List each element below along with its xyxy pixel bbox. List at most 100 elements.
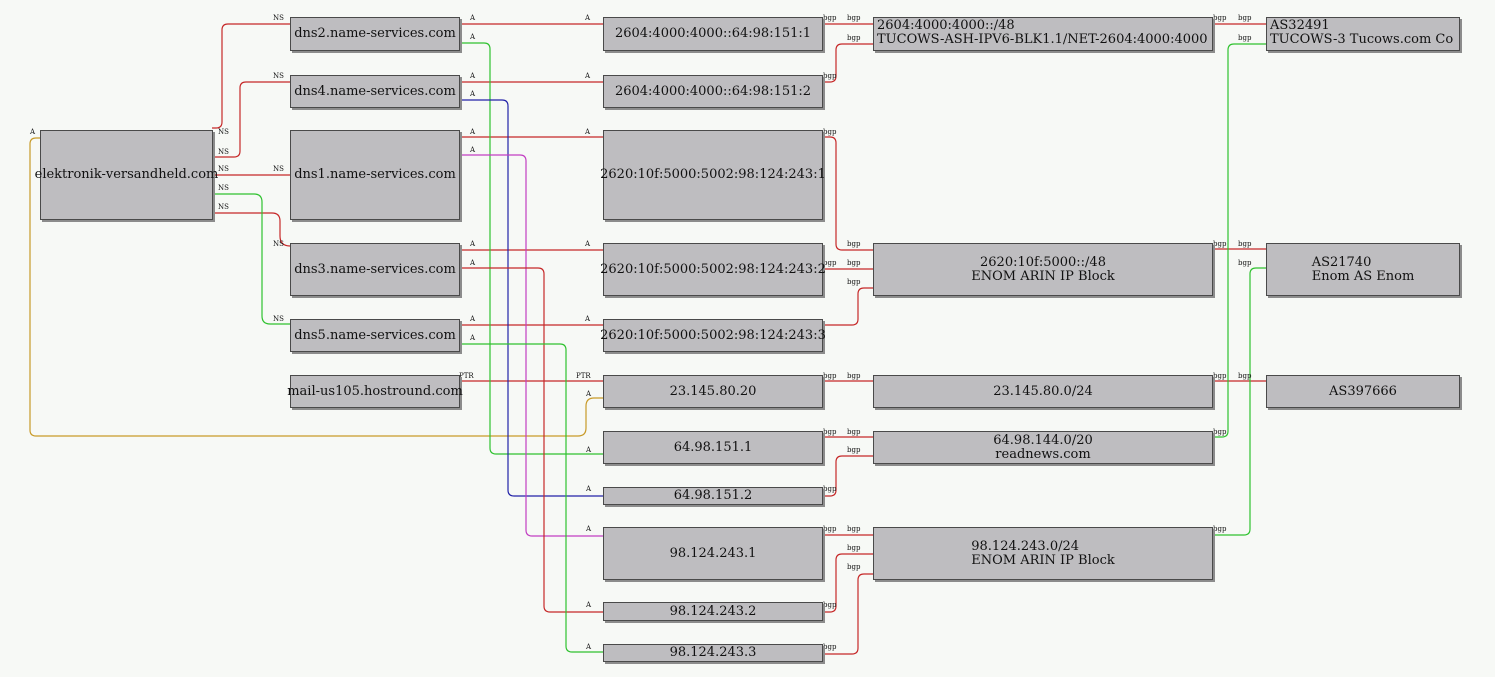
- edge-label-bgp-55: bgp: [1213, 14, 1227, 22]
- ip-243-2-node[interactable]: 98.124.243.2: [603, 602, 823, 621]
- edge-label-ns-0: NS: [273, 14, 284, 22]
- ip-23-node[interactable]: 23.145.80.20: [603, 375, 823, 408]
- as32491-number: AS32491: [1270, 18, 1330, 33]
- edge-label-ptr-27: PTR: [459, 372, 474, 380]
- edge-label-bgp-62: bgp: [1238, 372, 1252, 380]
- edge-label-a-18: A: [469, 128, 476, 136]
- edge-label-a-16: A: [584, 72, 591, 80]
- ip6-151-2-label: 2604:4000:4000::64:98:151:2: [614, 83, 812, 99]
- edge-label-ns-1: NS: [218, 128, 229, 136]
- ip6-243-1-node[interactable]: 2620:10f:5000:5002:98:124:243:1: [600, 130, 826, 220]
- edge-label-bgp-37: bgp: [823, 72, 837, 80]
- edge-label-a-15: A: [469, 72, 476, 80]
- mail-label: mail-us105.hostround.com: [287, 383, 463, 399]
- edge-label-bgp-63: bgp: [1213, 428, 1227, 436]
- edge-label-bgp-38: bgp: [823, 128, 837, 136]
- edge-label-a-13: A: [584, 14, 591, 22]
- ip-243-1-node[interactable]: 98.124.243.1: [603, 527, 823, 580]
- edge-label-a-29: A: [585, 446, 592, 454]
- edge-label-a-26: A: [469, 334, 476, 342]
- net-98-name: ENOM ARIN IP Block: [971, 552, 1115, 568]
- edge-label-bgp-52: bgp: [847, 563, 861, 571]
- edge-label-a-33: A: [585, 643, 592, 651]
- edge-label-a-31: A: [585, 525, 592, 533]
- edge-label-bgp-61: bgp: [1213, 372, 1227, 380]
- ip6-243-3-node[interactable]: 2620:10f:5000:5002:98:124:243:3: [600, 319, 826, 352]
- edge-net98-as21740: [1213, 267, 1266, 536]
- as21740-number: AS21740: [1311, 254, 1372, 270]
- edge-root-dns3: [212, 212, 291, 247]
- ip6-243-2-node[interactable]: 2620:10f:5000:5002:98:124:243:2: [600, 243, 826, 296]
- edge-label-ns-4: NS: [273, 165, 284, 173]
- edge-label-bgp-51: bgp: [847, 544, 861, 552]
- edge-ip-243-2-net: [823, 553, 873, 613]
- edge-label-a-24: A: [469, 315, 476, 323]
- as397666-number: AS397666: [1329, 383, 1397, 399]
- edge-ip-151-2-net: [823, 455, 873, 497]
- dns4-label: dns4.name-services.com: [294, 83, 456, 99]
- edge-label-ns-7: NS: [218, 203, 229, 211]
- edge-root-ip23: [29, 137, 603, 437]
- domain-node[interactable]: elektronik-versandheld.com: [35, 130, 218, 220]
- domain-label: elektronik-versandheld.com: [34, 167, 219, 182]
- edge-label-bgp-35: bgp: [847, 14, 861, 22]
- mail-node[interactable]: mail-us105.hostround.com: [287, 375, 463, 408]
- as397666-node[interactable]: AS397666: [1266, 375, 1460, 408]
- ip6-151-1-node[interactable]: 2604:4000:4000::64:98:151:1: [603, 17, 823, 51]
- edge-label-bgp-56: bgp: [1238, 14, 1252, 22]
- ip-151-1-label: 64.98.151.1: [673, 439, 753, 455]
- ip-151-1-node[interactable]: 64.98.151.1: [603, 431, 823, 464]
- ip-243-3-label: 98.124.243.3: [669, 645, 757, 660]
- dns4-node[interactable]: dns4.name-services.com: [290, 75, 460, 108]
- net-64-name: readnews.com: [995, 446, 1091, 462]
- edge-label-a-21: A: [469, 240, 476, 248]
- dns2-node[interactable]: dns2.name-services.com: [290, 17, 460, 51]
- edge-dns3-ip-243-2: [460, 267, 603, 613]
- ip-151-2-label: 64.98.151.2: [673, 488, 753, 503]
- dns3-node[interactable]: dns3.name-services.com: [290, 243, 460, 296]
- edge-label-bgp-48: bgp: [823, 485, 837, 493]
- edge-dns5-ip-243-3: [460, 343, 603, 653]
- edge-label-bgp-59: bgp: [1238, 240, 1252, 248]
- edge-label-bgp-57: bgp: [1238, 34, 1252, 42]
- edge-ip6-243-3-net: [823, 287, 873, 326]
- edge-ip-243-3-net: [823, 573, 873, 655]
- edge-label-ptr-28: PTR: [576, 372, 591, 380]
- dns5-label: dns5.name-services.com: [294, 327, 456, 343]
- ip6-243-3-label: 2620:10f:5000:5002:98:124:243:3: [600, 327, 826, 343]
- net-64-prefix: 64.98.144.0/20: [993, 432, 1093, 448]
- edge-label-bgp-53: bgp: [823, 601, 837, 609]
- edge-label-bgp-44: bgp: [847, 372, 861, 380]
- edge-ip6-243-1-net: [823, 136, 873, 251]
- edge-label-ns-3: NS: [218, 148, 229, 156]
- net-tucows6-prefix: 2604:4000:4000::/48: [877, 18, 1015, 33]
- as32491-name: TUCOWS-3 Tucows.com Co: [1270, 32, 1454, 47]
- edge-label-bgp-42: bgp: [847, 278, 861, 286]
- edge-label-a-19: A: [584, 128, 591, 136]
- edge-net64-as32491: [1213, 43, 1266, 438]
- edge-label-bgp-54: bgp: [823, 643, 837, 651]
- edge-label-bgp-50: bgp: [847, 525, 861, 533]
- edge-label-a-32: A: [585, 601, 592, 609]
- ip6-151-2-node[interactable]: 2604:4000:4000::64:98:151:2: [603, 75, 823, 108]
- edge-label-ns-8: NS: [273, 315, 284, 323]
- dns5-node[interactable]: dns5.name-services.com: [290, 319, 460, 352]
- dns1-node[interactable]: dns1.name-services.com: [290, 130, 460, 220]
- ip-23-label: 23.145.80.20: [669, 383, 757, 399]
- ip-151-2-node[interactable]: 64.98.151.2: [603, 487, 823, 505]
- edge-label-a-12: A: [469, 14, 476, 22]
- edge-label-bgp-41: bgp: [847, 259, 861, 267]
- net-23-node[interactable]: 23.145.80.0/24: [873, 375, 1213, 408]
- ip-243-3-node[interactable]: 98.124.243.3: [603, 644, 823, 662]
- dns2-label: dns2.name-services.com: [294, 26, 456, 41]
- net-enom6-name: ENOM ARIN IP Block: [971, 268, 1115, 284]
